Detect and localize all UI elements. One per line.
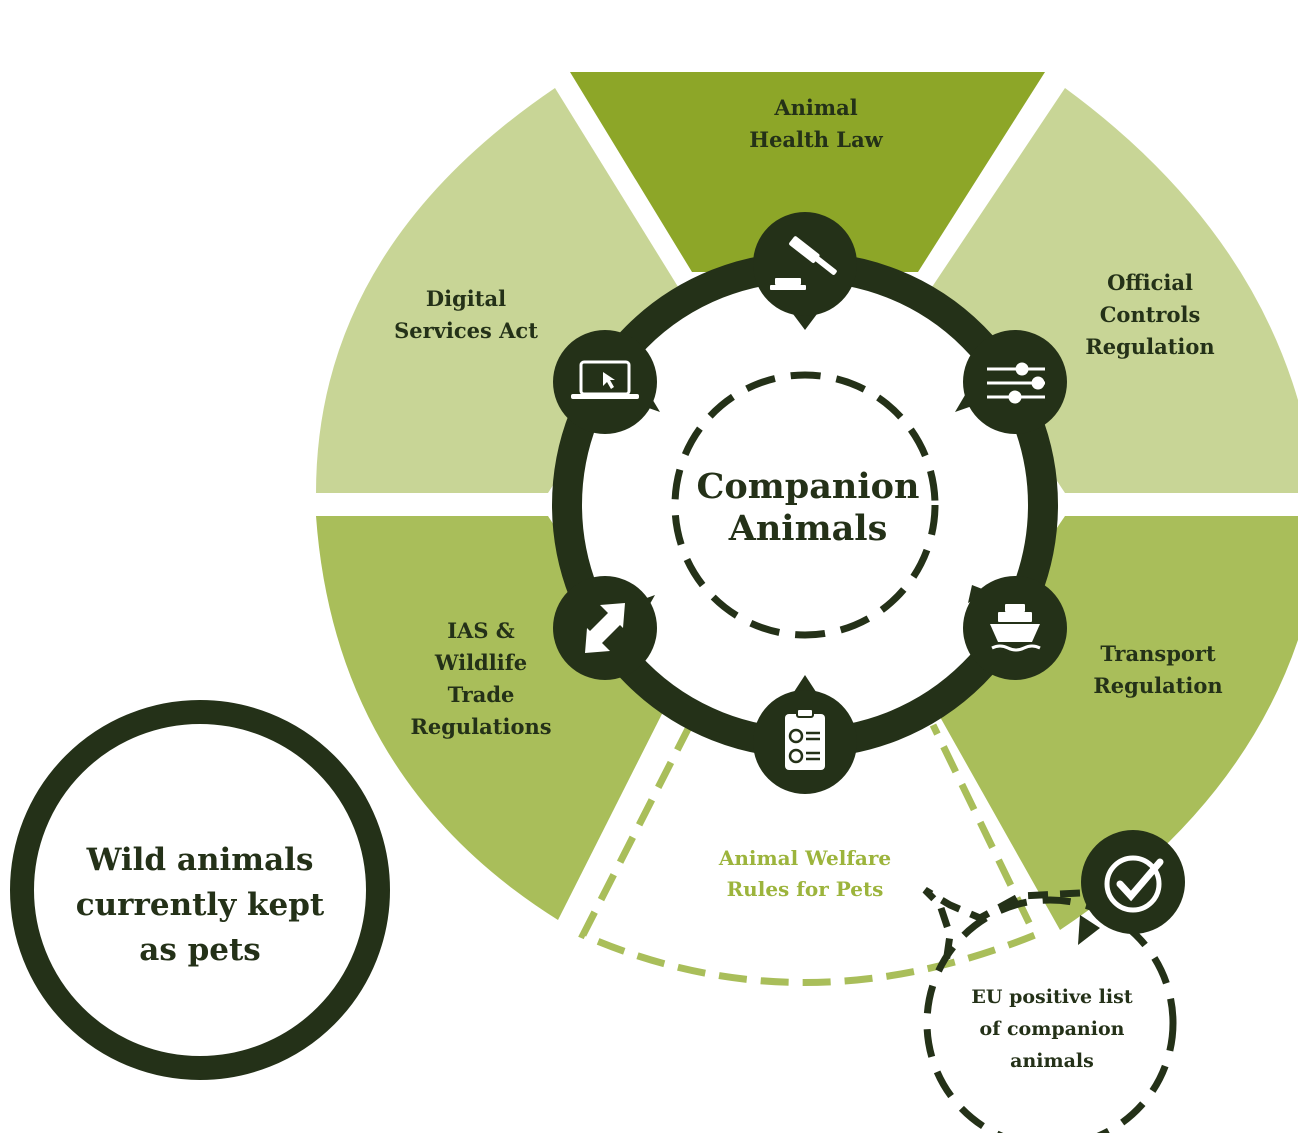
badge-welfare bbox=[753, 675, 857, 794]
ias-label-3: Trade bbox=[448, 682, 515, 707]
ias-label-1: IAS & bbox=[447, 618, 515, 643]
transport-label-2: Regulation bbox=[1093, 673, 1222, 698]
badge-animal-health bbox=[753, 212, 857, 330]
positive-list-label-3: animals bbox=[1010, 1050, 1094, 1072]
badge-positive-list bbox=[1078, 830, 1185, 945]
welfare-label-2: Rules for Pets bbox=[727, 877, 884, 901]
arrows-exchange-icon bbox=[585, 603, 625, 653]
digital-label-1: Digital bbox=[426, 286, 506, 311]
positive-list-label-1: EU positive list bbox=[971, 986, 1132, 1008]
sector-animal-health bbox=[570, 72, 1045, 272]
badge-official-controls bbox=[955, 330, 1067, 434]
laptop-icon bbox=[571, 360, 639, 399]
animal-health-label-1: Animal bbox=[773, 95, 857, 120]
badge-digital bbox=[553, 330, 660, 434]
ias-label-2: Wildlife bbox=[434, 650, 527, 675]
connector-line bbox=[922, 886, 1081, 971]
center-title-line2: Animals bbox=[728, 508, 888, 549]
positive-list-label-2: of companion bbox=[980, 1018, 1125, 1040]
wild-animals-circle bbox=[10, 700, 390, 1080]
digital-label-2: Services Act bbox=[394, 318, 538, 343]
ship-icon bbox=[990, 604, 1041, 652]
sliders-icon bbox=[987, 362, 1045, 404]
official-controls-label-2: Controls bbox=[1100, 302, 1201, 327]
ias-label-4: Regulations bbox=[410, 714, 551, 739]
sector-welfare-outline bbox=[578, 723, 1040, 986]
center-dashed-circle bbox=[671, 371, 939, 639]
checkmark-circle-icon bbox=[1104, 855, 1164, 913]
center-title-line1: Companion bbox=[697, 466, 920, 507]
animal-health-label-2: Health Law bbox=[749, 127, 883, 152]
checklist-icon bbox=[785, 708, 825, 770]
badge-ias bbox=[553, 576, 657, 680]
transport-label-1: Transport bbox=[1100, 641, 1216, 666]
gavel-icon bbox=[770, 236, 837, 290]
wild-label-2: currently kept bbox=[76, 887, 325, 923]
wild-label-3: as pets bbox=[139, 932, 261, 968]
official-controls-label-3: Regulation bbox=[1085, 334, 1214, 359]
welfare-label-1: Animal Welfare bbox=[718, 846, 891, 870]
official-controls-label-1: Official bbox=[1107, 270, 1193, 295]
badge-transport bbox=[963, 576, 1067, 680]
positive-list-circle bbox=[923, 896, 1177, 1133]
wild-label-1: Wild animals bbox=[86, 842, 314, 878]
